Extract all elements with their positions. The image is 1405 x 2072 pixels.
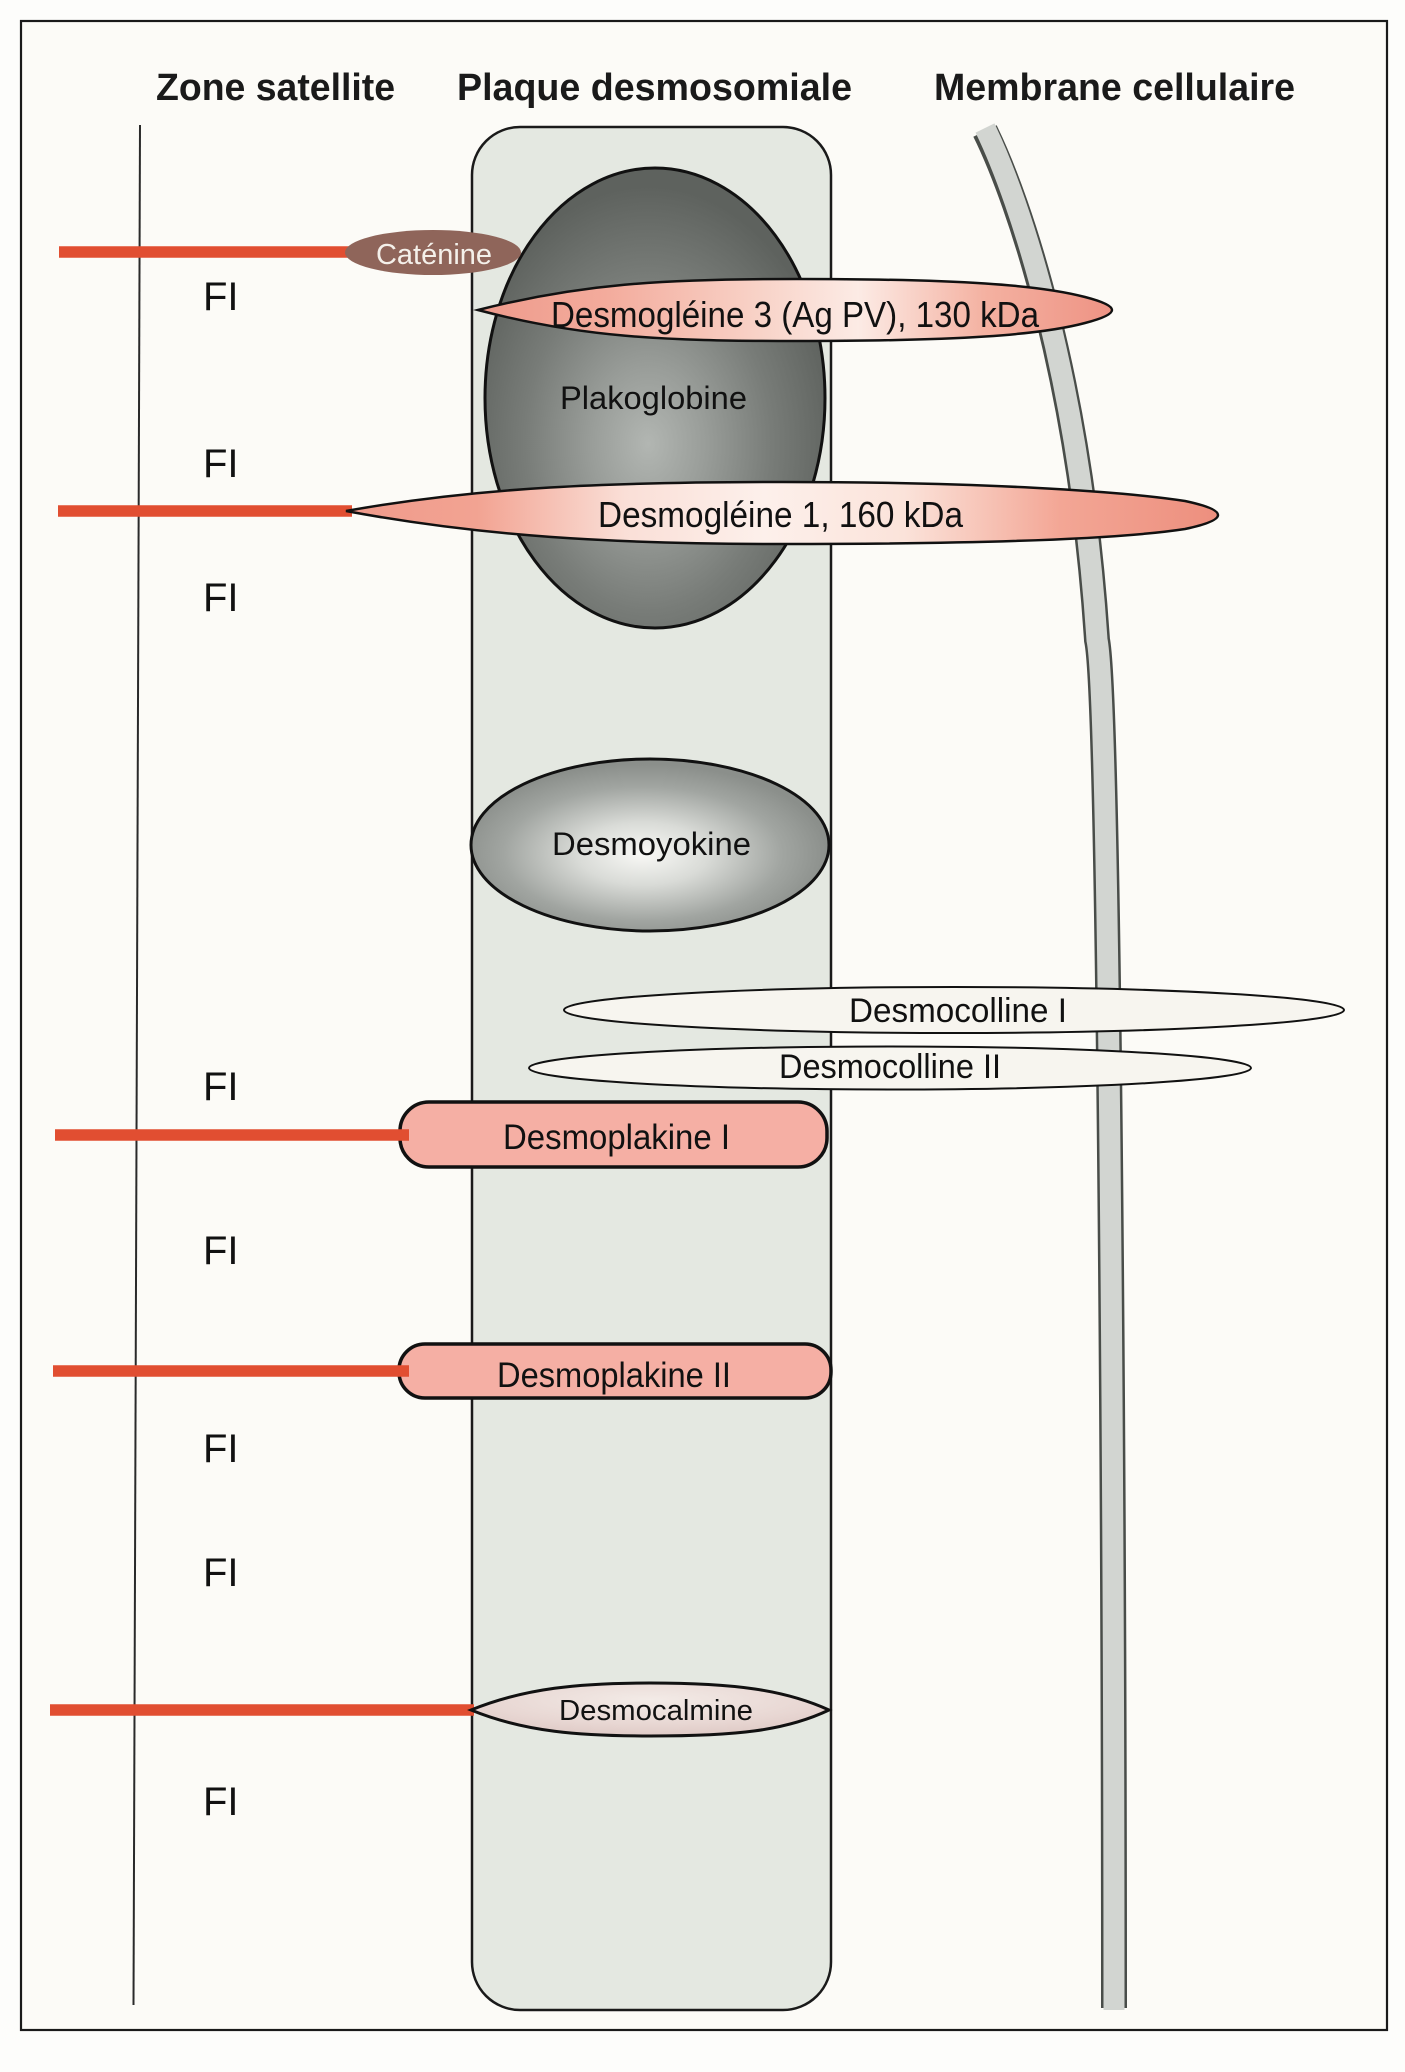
svg-text:Membrane cellulaire: Membrane cellulaire bbox=[934, 67, 1295, 109]
svg-text:FI: FI bbox=[203, 1229, 239, 1273]
svg-text:Desmoplakine II: Desmoplakine II bbox=[497, 1356, 731, 1395]
svg-text:Zone satellite: Zone satellite bbox=[156, 67, 395, 109]
svg-text:FI: FI bbox=[203, 1780, 239, 1824]
svg-text:FI: FI bbox=[203, 1427, 239, 1471]
svg-text:Desmocolline I: Desmocolline I bbox=[849, 992, 1067, 1030]
svg-text:Desmogléine 3 (Ag PV), 130 kDa: Desmogléine 3 (Ag PV), 130 kDa bbox=[551, 294, 1040, 335]
svg-text:Desmocolline II: Desmocolline II bbox=[779, 1048, 1001, 1086]
svg-text:FI: FI bbox=[203, 1551, 239, 1595]
svg-text:FI: FI bbox=[203, 576, 239, 620]
svg-text:FI: FI bbox=[203, 442, 239, 486]
svg-text:Plaque desmosomiale: Plaque desmosomiale bbox=[457, 67, 852, 109]
svg-text:Desmocalmine: Desmocalmine bbox=[559, 1695, 753, 1727]
svg-text:FI: FI bbox=[203, 1065, 239, 1109]
svg-text:Desmoyokine: Desmoyokine bbox=[552, 826, 751, 862]
svg-text:Desmogléine 1, 160 kDa: Desmogléine 1, 160 kDa bbox=[598, 494, 964, 535]
svg-text:Desmoplakine I: Desmoplakine I bbox=[503, 1118, 730, 1157]
svg-text:FI: FI bbox=[203, 275, 239, 319]
svg-text:Plakoglobine: Plakoglobine bbox=[560, 380, 747, 416]
svg-text:Caténine: Caténine bbox=[376, 239, 492, 271]
